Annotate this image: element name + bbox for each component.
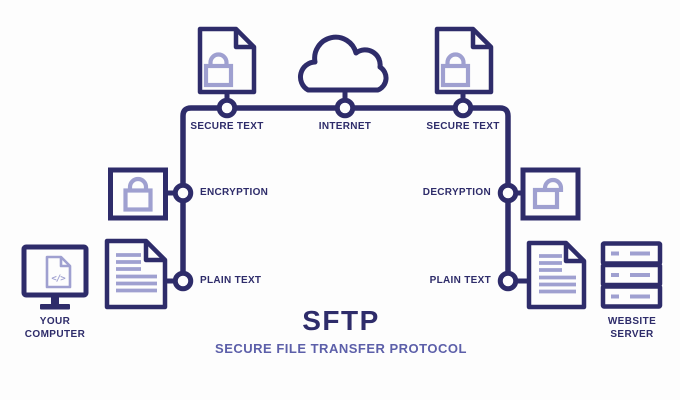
document-lock-icon-left (197, 26, 257, 95)
text-lines (539, 254, 576, 294)
label-your-computer-line1: YOUR (39, 316, 71, 327)
label-website-server: WEBSITE SERVER (582, 316, 680, 341)
label-website-server-line1: WEBSITE (607, 316, 657, 327)
node-secure-text-left (216, 97, 238, 119)
code-glyph: </> (51, 274, 66, 284)
document-lock-icon-right (434, 26, 494, 95)
document-text-icon-right (526, 240, 587, 310)
encryption-lock-icon (108, 167, 168, 221)
label-encryption: ENCRYPTION (200, 187, 269, 198)
node-encryption (172, 182, 194, 204)
label-secure-text-right: SECURE TEXT (426, 121, 500, 132)
text-lines (116, 253, 157, 293)
label-website-server-line2: SERVER (610, 328, 654, 340)
diagram-title: SFTP (302, 305, 380, 336)
label-plain-text-left: PLAIN TEXT (200, 275, 262, 286)
label-internet: INTERNET (318, 121, 372, 132)
node-plain-text-right (497, 270, 519, 292)
diagram-subtitle: SECURE FILE TRANSFER PROTOCOL (215, 341, 467, 356)
label-secure-text-left: SECURE TEXT (190, 121, 264, 132)
node-plain-text-left (172, 270, 194, 292)
node-decryption (497, 182, 519, 204)
code-file-icon (45, 255, 72, 289)
label-plain-text-right: PLAIN TEXT (429, 275, 491, 286)
cloud-icon (297, 34, 389, 93)
node-secure-text-right (452, 97, 474, 119)
monitor-code-icon: </> (21, 244, 89, 310)
document-text-icon-left (104, 238, 168, 310)
label-your-computer-line2: COMPUTER (24, 328, 86, 340)
label-decryption: DECRYPTION (422, 187, 491, 198)
decryption-lock-icon (520, 167, 581, 221)
label-your-computer: YOUR COMPUTER (5, 316, 105, 341)
server-rack-icon (600, 241, 663, 309)
connector-nodes (172, 97, 519, 292)
server-lights (611, 251, 650, 299)
node-internet (334, 97, 356, 119)
